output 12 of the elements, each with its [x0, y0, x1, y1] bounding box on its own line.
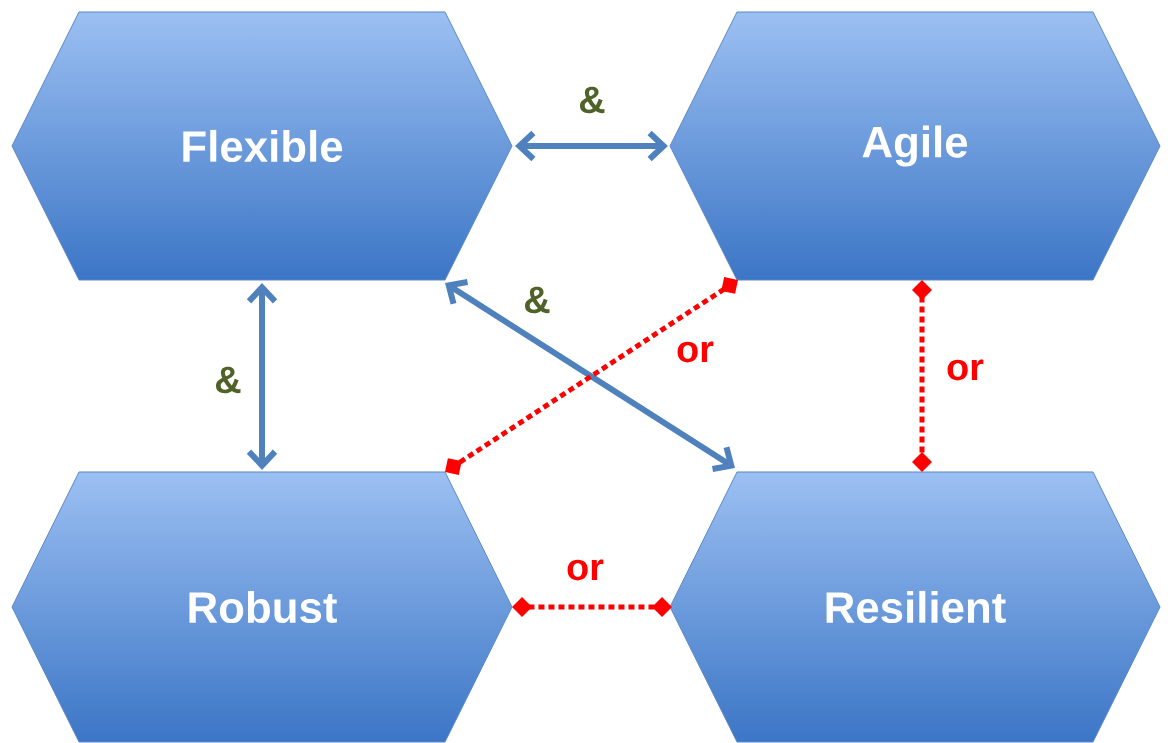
hexagon: Resilient — [669, 471, 1161, 743]
hexagon: Agile — [669, 11, 1161, 281]
edge-label: & — [213, 365, 243, 395]
hexagon: Robust — [11, 471, 513, 743]
hexagon: Flexible — [11, 11, 513, 281]
edge-label: or — [565, 558, 605, 582]
edge-label: & — [522, 285, 552, 315]
arrow — [246, 283, 278, 470]
arrow — [515, 130, 668, 162]
edge-label: or — [675, 340, 715, 364]
edge-label: & — [577, 85, 607, 115]
edge-label: or — [945, 358, 985, 382]
